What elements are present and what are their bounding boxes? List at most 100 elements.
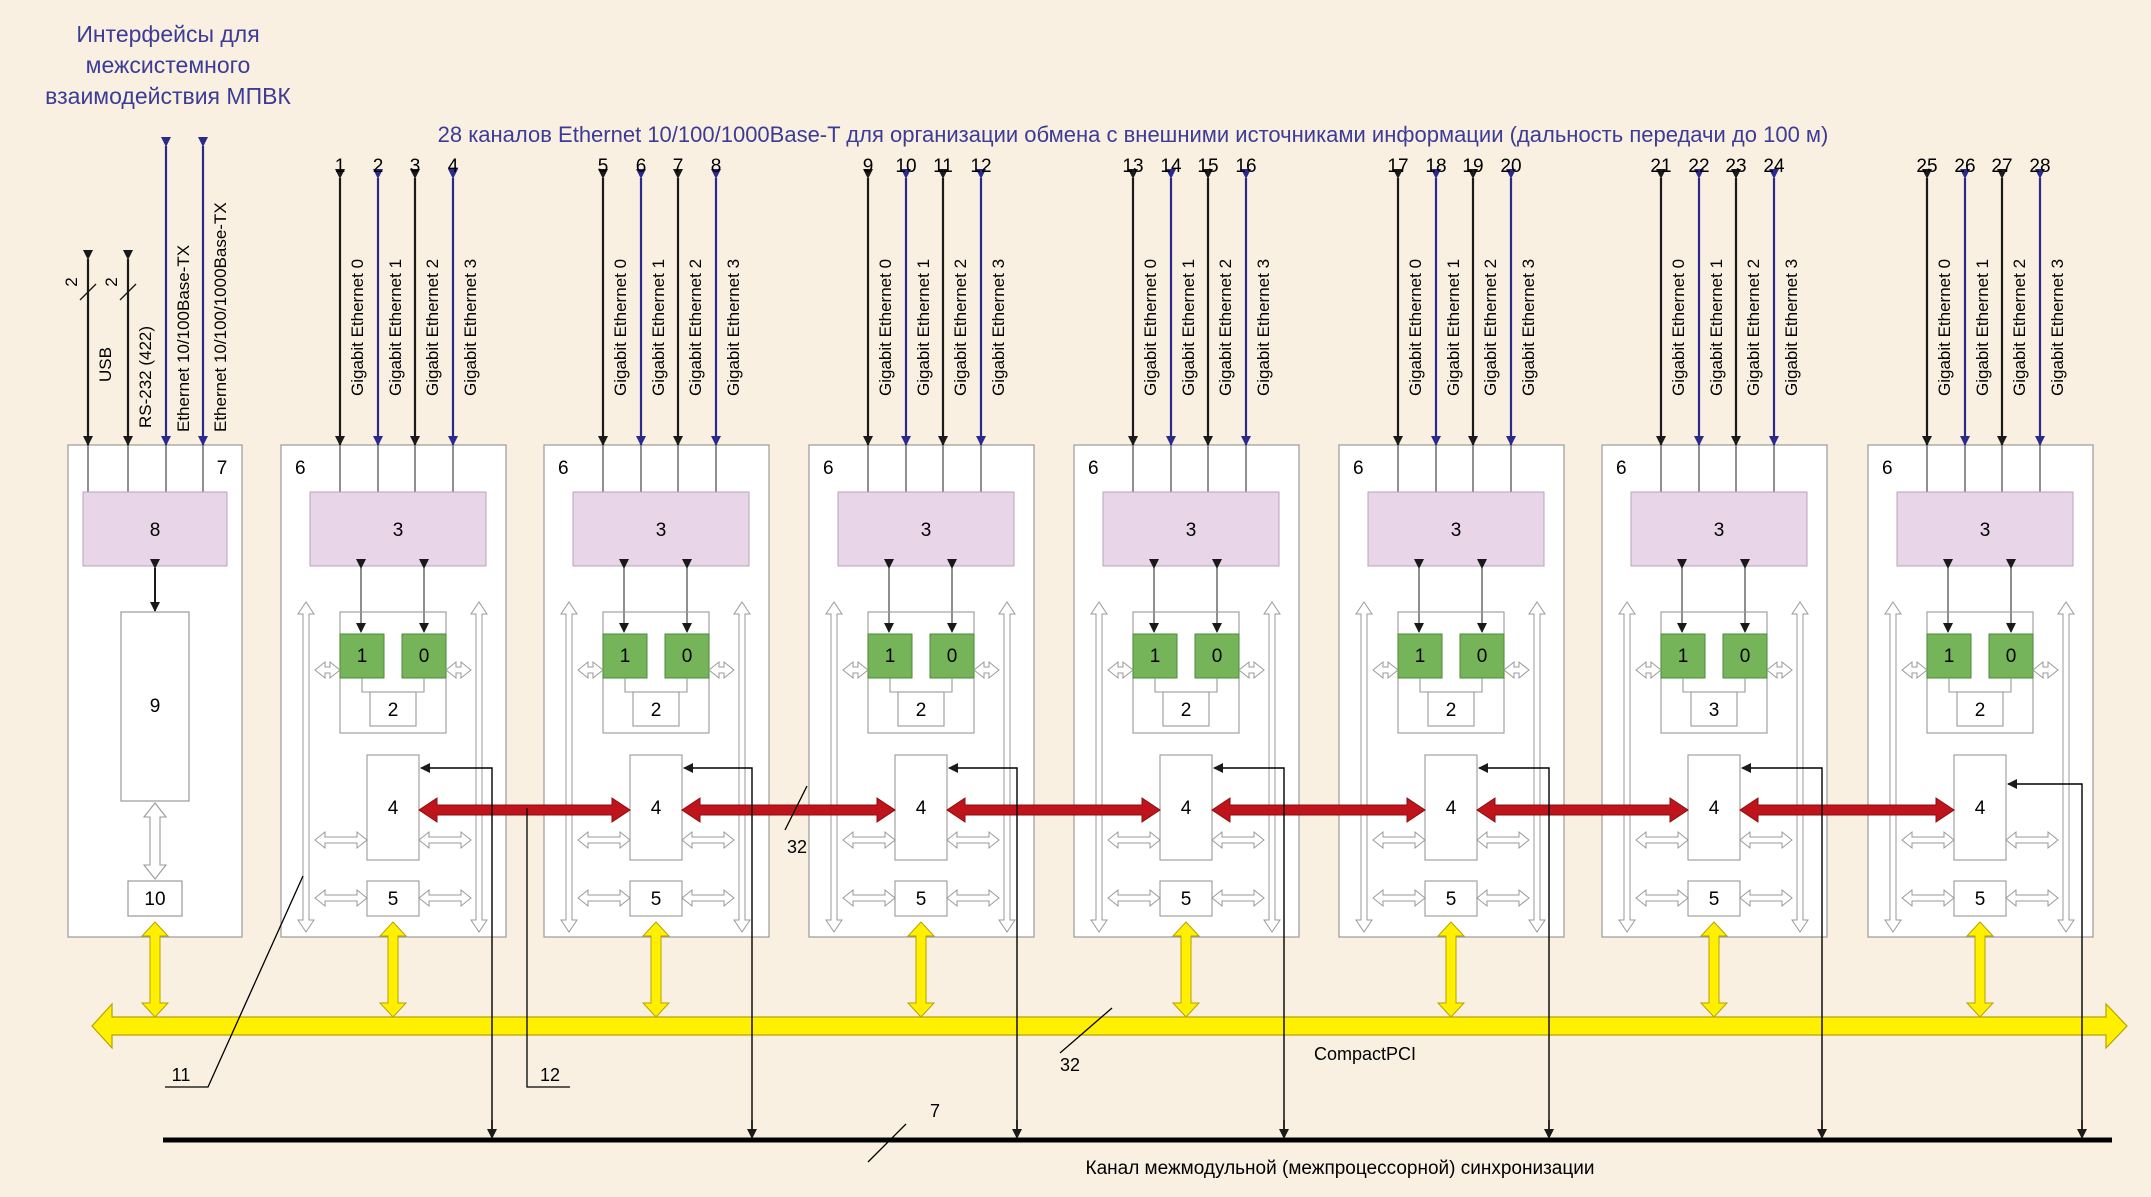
block-4	[366, 754, 420, 861]
channel-number: 15	[1197, 156, 1218, 177]
channels-header: 28 каналов Ethernet 10/100/1000Base-T дл…	[438, 122, 1829, 147]
block-10	[127, 880, 183, 917]
side-arrow	[577, 888, 631, 908]
side-arrow	[1901, 830, 1955, 850]
channel-number: 8	[711, 156, 722, 177]
cpu-1-label: 1	[1150, 646, 1161, 667]
vertical-bus-left	[560, 601, 578, 933]
bus-connector	[641, 921, 671, 1018]
cpu-0	[1194, 633, 1240, 679]
block-2	[1427, 691, 1475, 727]
port-label: Gigabit Ethernet 2	[1216, 259, 1235, 396]
cpu-1	[1926, 633, 1972, 679]
side-arrow	[842, 830, 896, 850]
vertical-bus-right	[733, 601, 751, 933]
block-2	[1162, 691, 1210, 727]
channel-number: 12	[970, 156, 991, 177]
block-3-label: 3	[1451, 520, 1462, 541]
usb-width-label: 2	[62, 277, 81, 286]
port-label: Gigabit Ethernet 1	[1973, 259, 1992, 396]
cpu-1	[1660, 633, 1706, 679]
channel-number: 23	[1725, 156, 1746, 177]
vertical-bus-left	[1355, 601, 1373, 933]
port-label: Gigabit Ethernet 2	[1744, 259, 1763, 396]
module-label: 6	[1882, 458, 1893, 479]
channel-number: 6	[636, 156, 647, 177]
left-module-number: 7	[217, 458, 228, 479]
channel-number: 4	[448, 156, 459, 177]
channel-number: 13	[1122, 156, 1143, 177]
rs232-label: RS-232 (422)	[136, 326, 155, 428]
cpu-1	[339, 633, 385, 679]
side-arrow	[681, 830, 735, 850]
vertical-bus-right	[1528, 601, 1546, 933]
channel-number: 16	[1235, 156, 1256, 177]
block-2	[632, 691, 680, 727]
compactpci-bus-arrow	[91, 1002, 2128, 1050]
port-label: Gigabit Ethernet 0	[1141, 259, 1160, 396]
side-arrow	[1739, 888, 1793, 908]
sync-connector	[2007, 779, 2083, 1136]
vertical-bus-left	[1618, 601, 1636, 933]
cpu-0-label: 0	[682, 646, 693, 667]
block-3-label: 3	[393, 520, 404, 541]
port-label: Gigabit Ethernet 0	[348, 259, 367, 396]
block-4-label: 4	[651, 798, 662, 819]
block-2	[897, 691, 945, 727]
side-arrow	[1211, 830, 1265, 850]
block-4	[894, 754, 948, 861]
red-link	[1476, 797, 1689, 823]
block-2-label: 2	[1181, 700, 1192, 721]
channel-number: 25	[1916, 156, 1937, 177]
compactpci-label: CompactPCI	[1314, 1044, 1416, 1064]
port-label: Gigabit Ethernet 3	[1782, 259, 1801, 396]
callout-12: 12	[540, 1065, 560, 1085]
cpu-1	[602, 633, 648, 679]
side-arrow	[2005, 830, 2059, 850]
port-label: Gigabit Ethernet 2	[2010, 259, 2029, 396]
sync-connector	[420, 763, 493, 1136]
sync-connector	[683, 763, 753, 1136]
side-arrow	[1901, 660, 1928, 680]
sync-connector	[1741, 763, 1823, 1136]
bus-connector	[1436, 921, 1466, 1018]
compactpci-bus: CompactPCI	[91, 1002, 2128, 1064]
cpu-1-label: 1	[1678, 646, 1689, 667]
side-arrow	[842, 660, 869, 680]
channel-number: 19	[1462, 156, 1483, 177]
eth100-label: Ethernet 10/100Base-TX	[174, 245, 193, 432]
block-5-label: 5	[1975, 889, 1986, 910]
channel-number: 11	[933, 156, 953, 177]
cpu-0-label: 0	[1740, 646, 1751, 667]
side-arrow	[1476, 888, 1530, 908]
cpu-0	[1988, 633, 2034, 679]
side-arrow	[1901, 888, 1955, 908]
bus-connectors	[140, 921, 1995, 1018]
channel-number: 14	[1160, 156, 1182, 177]
side-arrow	[973, 660, 1000, 680]
vertical-bus-left	[825, 601, 843, 933]
bus-connector	[1965, 921, 1995, 1018]
link-9-10	[142, 802, 168, 880]
cpu-0	[1722, 633, 1768, 679]
port-label: Gigabit Ethernet 2	[423, 259, 442, 396]
block-3	[837, 491, 1015, 567]
cpu-1-label: 1	[1415, 646, 1426, 667]
vertical-bus-left	[1884, 601, 1902, 933]
module-label: 6	[1616, 458, 1627, 479]
channel-number: 24	[1763, 156, 1785, 177]
block-4-label: 4	[1446, 798, 1457, 819]
channel-number: 21	[1650, 156, 1671, 177]
block-3	[1630, 491, 1808, 567]
side-arrow	[577, 660, 604, 680]
cpu-0-label: 0	[419, 646, 430, 667]
block-5-label: 5	[1446, 889, 1457, 910]
block-3-label: 3	[921, 520, 932, 541]
side-arrow	[681, 888, 735, 908]
module-label: 6	[1353, 458, 1364, 479]
cpu-1-label: 1	[620, 646, 631, 667]
port-label: Gigabit Ethernet 0	[611, 259, 630, 396]
